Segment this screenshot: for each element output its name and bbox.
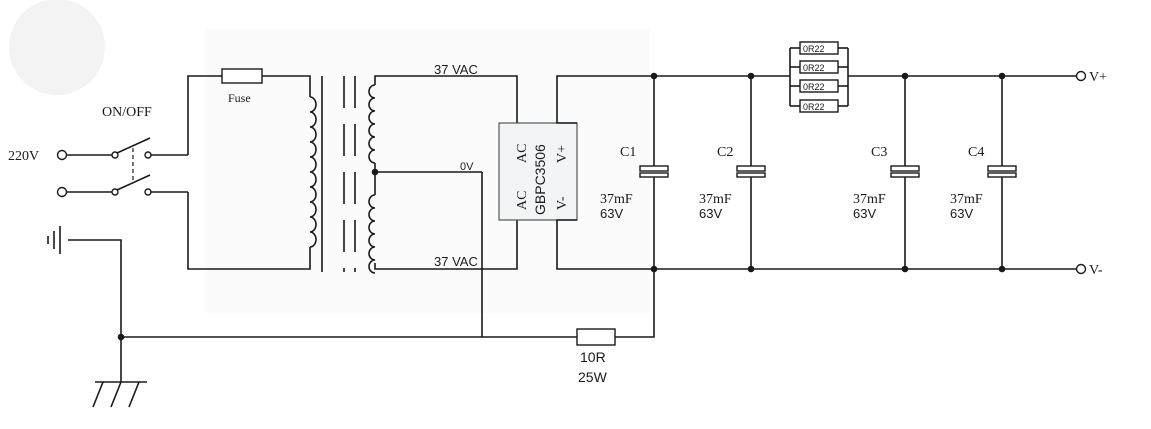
fuse [221, 68, 263, 84]
terminal-neutral [56, 186, 68, 198]
output-terminal-vminus [1075, 263, 1087, 275]
shunt-label: 0R22 [803, 44, 825, 54]
shunt-resistor [799, 79, 839, 93]
cap-name: C1 [620, 145, 636, 160]
shunt-label: 0R22 [803, 82, 825, 92]
shunt-label: 0R22 [803, 63, 825, 73]
primary-winding [309, 96, 317, 248]
cap-name: C3 [871, 145, 887, 160]
dc-rails [556, 47, 1076, 270]
cap-name: C4 [968, 145, 984, 160]
terminal-220v [56, 149, 68, 161]
capacitor-c1 [639, 72, 669, 273]
bridge-part-number: GBPC3506 [532, 144, 548, 215]
ground-resistor [576, 328, 616, 346]
capacitor-c2 [736, 72, 766, 273]
shunt-resistor [799, 60, 839, 74]
bridge-labels: AC AC GBPC3506 V- V+ [515, 144, 570, 215]
cap-value: 37mF [699, 192, 732, 207]
secondary-winding-lower [368, 194, 376, 274]
output-vminus-label: V- [1089, 263, 1103, 278]
on-off-switch [111, 137, 188, 196]
mains-input [56, 149, 112, 198]
secondary-winding-upper [368, 84, 376, 164]
chassis-ground-icon [47, 226, 61, 254]
capacitor-labels: C1 37mF 63V C2 37mF 63V C3 37mF 63V C4 3… [600, 145, 984, 221]
cap-voltage: 63V [853, 206, 876, 221]
shunt-resistors [799, 41, 839, 113]
output-vplus-label: V+ [1089, 70, 1107, 85]
resistor-power-label: 25W [578, 369, 608, 385]
primary-wiring [187, 75, 311, 270]
shunt-resistor [799, 41, 839, 55]
cap-value: 37mF [950, 192, 983, 207]
shunt-labels: 0R22 0R22 0R22 0R22 [803, 44, 825, 112]
cap-voltage: 63V [950, 206, 973, 221]
capacitor-c4 [987, 72, 1017, 273]
ground-wiring [68, 172, 655, 382]
center-tap-label: 0V [460, 161, 474, 173]
cap-value: 37mF [853, 192, 886, 207]
secondary-label-bottom: 37 VAC [434, 254, 478, 269]
earth-ground-icon [92, 381, 147, 408]
cap-voltage: 63V [699, 206, 722, 221]
output-terminal-vplus [1075, 70, 1087, 82]
mains-label: 220V [8, 149, 39, 164]
fuse-label: Fuse [228, 91, 251, 105]
cap-name: C2 [717, 145, 733, 160]
bridge-vminus: V- [555, 196, 570, 210]
secondary-label-top: 37 VAC [434, 62, 478, 77]
transformer [309, 75, 518, 274]
shunt-label: 0R22 [803, 102, 825, 112]
shunt-resistor [799, 99, 839, 113]
switch-label: ON/OFF [102, 105, 152, 120]
bridge-ac-right: AC [515, 144, 530, 163]
bridge-vplus: V+ [555, 145, 570, 163]
cap-value: 37mF [600, 192, 633, 207]
resistor-value-label: 10R [580, 349, 606, 365]
cap-voltage: 63V [600, 206, 623, 221]
bridge-rectifier [498, 122, 578, 221]
capacitor-c3 [890, 72, 920, 273]
bridge-ac-left: AC [515, 191, 530, 210]
